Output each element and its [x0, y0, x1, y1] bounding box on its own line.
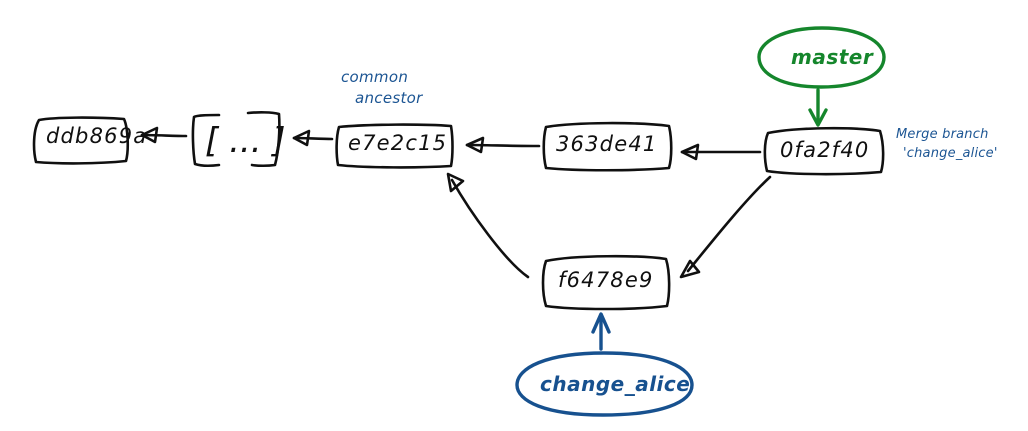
- commit-box-0fa2f40: [763, 126, 885, 176]
- ellipsis-bracket-right: [246, 111, 281, 168]
- branch-arrow-head-change-alice: [591, 312, 611, 334]
- edge-line-f6478e9-to-e7e2c15: [450, 178, 530, 279]
- ellipsis-bracket-left: [191, 113, 221, 167]
- commit-box-e7e2c15: [335, 123, 454, 169]
- edge-line-ellipsis-to-ddb869a: [140, 133, 188, 138]
- branch-ellipse-change-alice: [515, 351, 694, 417]
- edge-arrowhead-f6478e9-to-e7e2c15: [446, 172, 465, 193]
- edge-arrowhead-0fa2f40-to-363de41: [680, 143, 700, 161]
- edge-arrowhead-ellipsis-to-ddb869a: [140, 126, 159, 144]
- edge-arrowhead-363de41-to-e7e2c15: [465, 136, 485, 154]
- edge-arrowhead-e7e2c15-to-ellipsis: [292, 129, 311, 147]
- branch-arrow-head-master: [808, 108, 828, 127]
- edge-line-e7e2c15-to-ellipsis: [292, 136, 334, 141]
- edge-line-0fa2f40-to-f6478e9: [686, 175, 772, 273]
- branch-ellipse-master: [757, 26, 886, 89]
- commit-box-363de41: [542, 121, 673, 172]
- commit-box-ddb869a: [32, 116, 130, 165]
- edge-arrowhead-0fa2f40-to-f6478e9: [679, 259, 701, 279]
- edge-line-363de41-to-e7e2c15: [465, 143, 541, 148]
- commit-box-f6478e9: [541, 254, 671, 311]
